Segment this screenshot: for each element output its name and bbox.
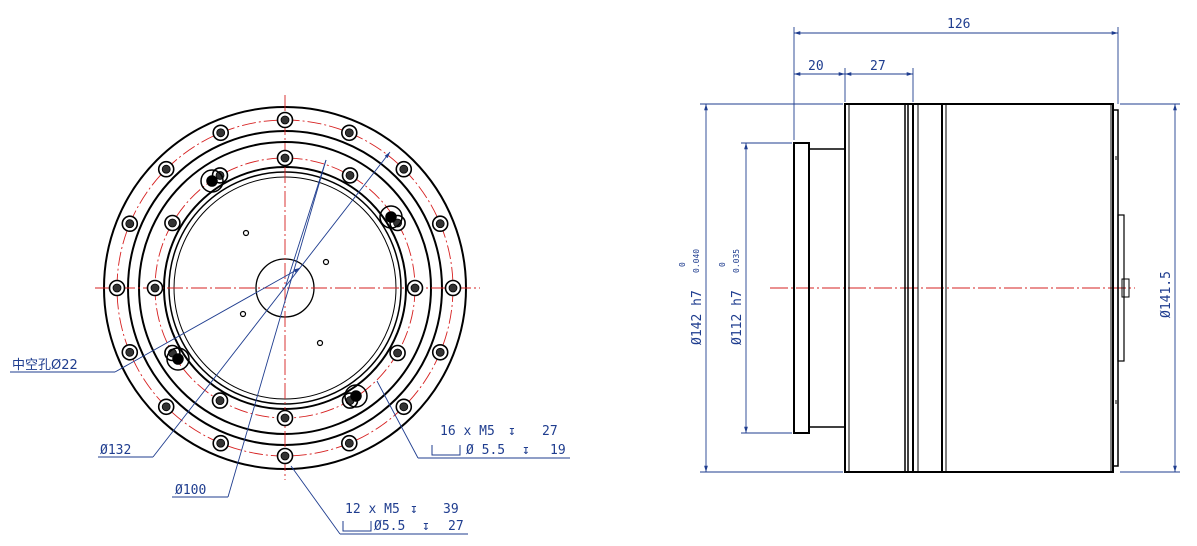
outer-bolt-hole-core bbox=[280, 115, 290, 125]
pin-holes bbox=[166, 169, 403, 408]
leader-16holes bbox=[376, 380, 419, 459]
leader-pcd132 bbox=[152, 151, 391, 458]
inner-cbore-depth: 27 bbox=[448, 519, 464, 534]
outer-cbore-dia: Ø 5.5 bbox=[466, 443, 505, 458]
side-view: 126 20 27 Ø142 h7 0 0.040 Ø112 h7 0 0.03… bbox=[678, 17, 1180, 473]
leader-12holes bbox=[290, 465, 341, 535]
outer-bolt-hole-core bbox=[344, 438, 354, 448]
depth-symbol: ↧ bbox=[508, 424, 516, 439]
outer-bolt-hole-core bbox=[216, 438, 226, 448]
outer-bolt-hole-core bbox=[280, 451, 290, 461]
inner-bolt-hole-core bbox=[168, 218, 177, 228]
outer-bolt-hole-core bbox=[435, 219, 445, 229]
face-small-holes bbox=[239, 229, 330, 347]
pilot-dia-label: Ø112 h7 bbox=[730, 290, 745, 345]
outer-bolt-hole-core bbox=[399, 402, 409, 412]
outer-holes-count: 16 x M5 bbox=[440, 424, 495, 439]
outer-bolt-hole-core bbox=[161, 402, 171, 412]
inner-bolt-hole-core bbox=[345, 171, 355, 180]
inner-bolt-hole-core bbox=[280, 153, 290, 163]
inner-bolt-hole-core bbox=[280, 413, 290, 423]
step-length-value: 27 bbox=[870, 59, 886, 74]
outer-bolt-hole-core bbox=[125, 219, 135, 229]
inner-bolt-hole-core bbox=[393, 348, 402, 358]
pilot-dia-tol-upper: 0 bbox=[718, 262, 727, 267]
inner-bolt-hole-core bbox=[150, 283, 160, 293]
end-key bbox=[1121, 278, 1130, 298]
outer-bolt-hole-core bbox=[161, 164, 171, 174]
front-view: 中空孔Ø22 Ø132 Ø100 16 x M5 ↧ 27 Ø 5.5 ↧ 19… bbox=[10, 95, 570, 535]
depth-symbol: ↧ bbox=[422, 519, 430, 534]
inner-bolt-hole-core bbox=[215, 396, 225, 405]
outer-bolt-hole-core bbox=[344, 128, 354, 138]
leader-bore bbox=[114, 267, 301, 373]
pcd-132-label: Ø132 bbox=[100, 443, 131, 458]
outer-bolt-hole-core bbox=[435, 347, 445, 357]
outer-bolt-hole-core bbox=[216, 128, 226, 138]
outer-bolt-hole-core bbox=[125, 347, 135, 357]
end-boss bbox=[1117, 214, 1125, 362]
outer-dia-tol-lower: 0.040 bbox=[692, 249, 701, 273]
leader-pcd100 bbox=[227, 159, 327, 498]
inner-holes-depth: 39 bbox=[443, 502, 459, 517]
outer-holes-depth: 27 bbox=[542, 424, 558, 439]
inner-holes-count: 12 x M5 bbox=[345, 502, 400, 517]
pcd-100-label: Ø100 bbox=[175, 483, 206, 498]
inner-cbore-dia: Ø5.5 bbox=[374, 519, 405, 534]
hollow-bore-label: 中空孔Ø22 bbox=[12, 358, 78, 373]
outer-hole-pattern bbox=[108, 111, 462, 465]
depth-symbol: ↧ bbox=[410, 502, 418, 517]
outer-dia-label: Ø142 h7 bbox=[690, 290, 705, 345]
inner-bolt-hole-core bbox=[410, 283, 420, 293]
outer-cbore-depth: 19 bbox=[550, 443, 566, 458]
flange-length-value: 20 bbox=[808, 59, 824, 74]
outer-bolt-hole-core bbox=[399, 164, 409, 174]
outer-bolt-hole-core bbox=[448, 283, 458, 293]
depth-symbol: ↧ bbox=[522, 443, 530, 458]
body-dia-label: Ø141.5 bbox=[1159, 271, 1174, 318]
outer-dia-tol-upper: 0 bbox=[678, 262, 687, 267]
inner-hole-pattern bbox=[146, 149, 424, 427]
leader-pcd100-b bbox=[284, 159, 327, 289]
cbore-symbols bbox=[342, 445, 461, 532]
outer-bolt-hole-core bbox=[112, 283, 122, 293]
pilot-dia-tol-lower: 0.035 bbox=[732, 249, 741, 273]
overall-length-value: 126 bbox=[947, 17, 970, 32]
